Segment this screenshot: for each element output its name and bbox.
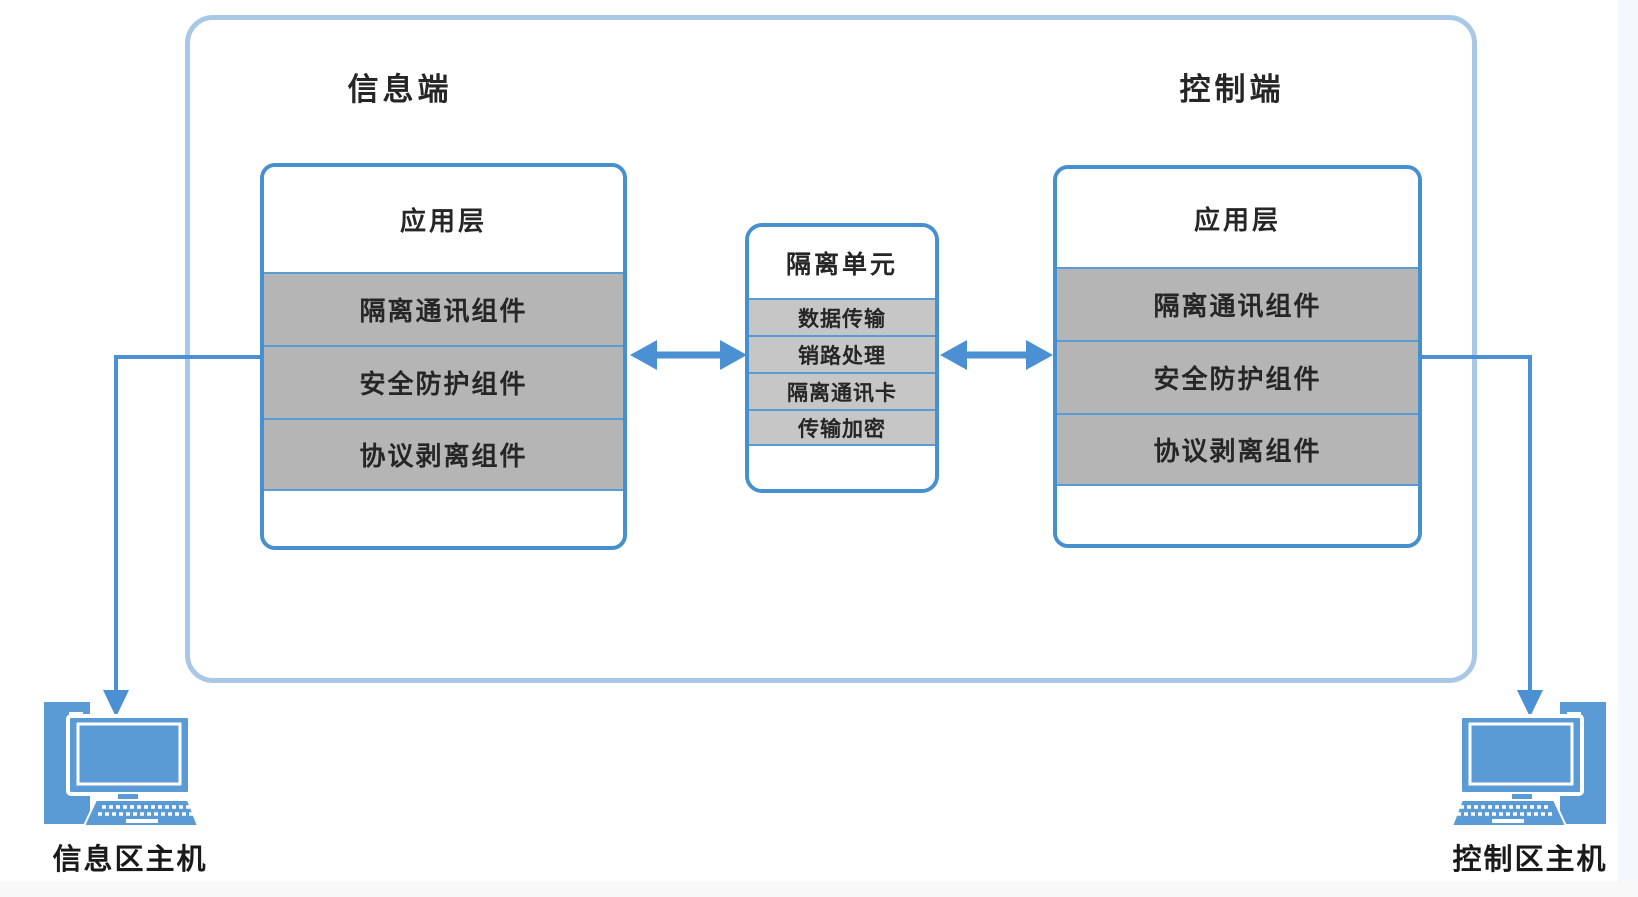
unit-row-data-transfer: 数据传输	[749, 298, 935, 335]
unit-row-link-processing: 销路处理	[749, 335, 935, 372]
control-row-security-protect-component: 安全防护组件	[1057, 340, 1418, 413]
info-application-stack: 应用层 隔离通讯组件 安全防护组件 协议剥离组件	[260, 163, 627, 550]
computer-monitor-icon	[66, 714, 192, 804]
control-row-isolation-comm-component: 隔离通讯组件	[1057, 267, 1418, 340]
isolation-unit-header: 隔离单元	[749, 227, 935, 298]
control-host-label: 控制区主机	[1452, 844, 1608, 876]
computer-keyboard-icon	[1452, 799, 1568, 827]
control-stack-footer	[1057, 486, 1418, 544]
info-row-security-protect-component: 安全防护组件	[264, 345, 623, 418]
system-boundary-frame	[185, 15, 1477, 683]
info-row-protocol-strip-component: 协议剥离组件	[264, 418, 623, 491]
control-row-protocol-strip-component: 协议剥离组件	[1057, 413, 1418, 486]
unit-row-isolation-comm-card: 隔离通讯卡	[749, 372, 935, 409]
unit-row-transfer-encryption: 传输加密	[749, 409, 935, 446]
unit-stack-footer	[749, 446, 935, 489]
info-side-title: 信息端	[347, 72, 453, 107]
computer-monitor-icon	[1458, 714, 1584, 804]
info-stack-header: 应用层	[264, 167, 623, 272]
canvas-right-edge	[1618, 0, 1638, 897]
control-host-computer-icon	[1452, 702, 1606, 827]
info-host-computer-icon	[44, 702, 198, 827]
info-host-label: 信息区主机	[52, 844, 208, 876]
computer-keyboard-icon	[82, 799, 198, 827]
canvas-bottom-edge	[0, 881, 1638, 897]
control-side-title: 控制端	[1179, 72, 1285, 107]
control-stack-header: 应用层	[1057, 169, 1418, 267]
control-application-stack: 应用层 隔离通讯组件 安全防护组件 协议剥离组件	[1053, 165, 1422, 548]
isolation-unit-stack: 隔离单元 数据传输 销路处理 隔离通讯卡 传输加密	[745, 223, 939, 493]
info-row-isolation-comm-component: 隔离通讯组件	[264, 272, 623, 345]
info-stack-footer	[264, 491, 623, 546]
